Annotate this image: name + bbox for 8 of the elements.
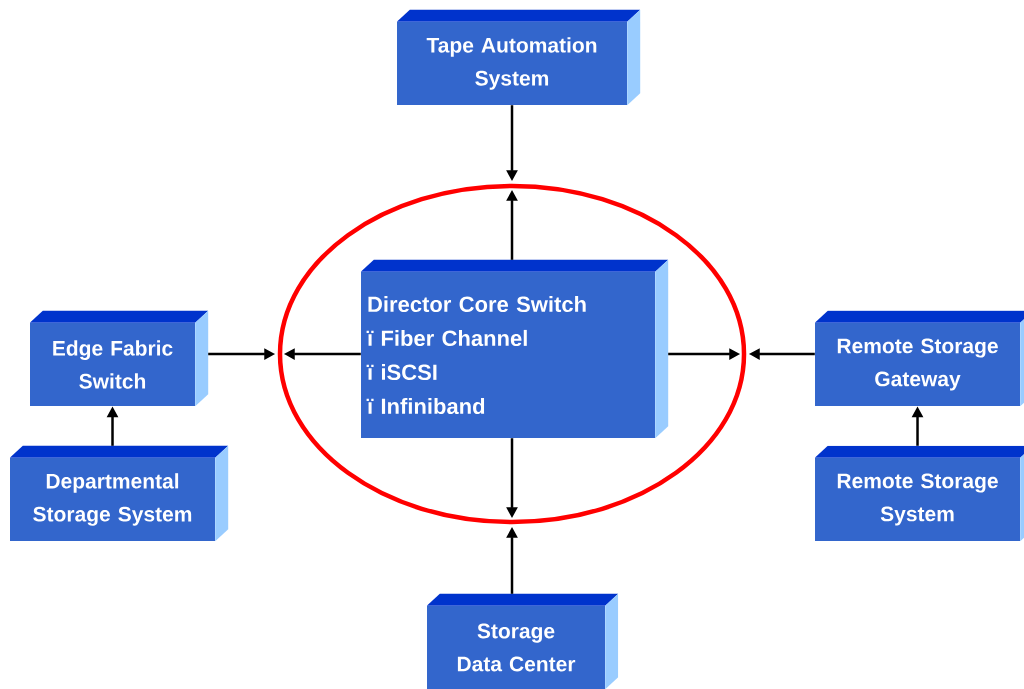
block-box: Director Core Switch ï Fiber Channel ï iSCSI ï Infiniband [360, 259, 669, 439]
block-box: Remote Storage Gateway [814, 310, 1024, 407]
block-box: Remote Storage System [814, 445, 1024, 542]
block-box: Departmental Storage System [9, 445, 229, 542]
block-box: Tape Automation System [396, 9, 641, 106]
block-box: Edge Fabric Switch [29, 310, 209, 407]
block-box: Storage Data Center [426, 593, 619, 689]
ring-ellipse [277, 183, 747, 525]
